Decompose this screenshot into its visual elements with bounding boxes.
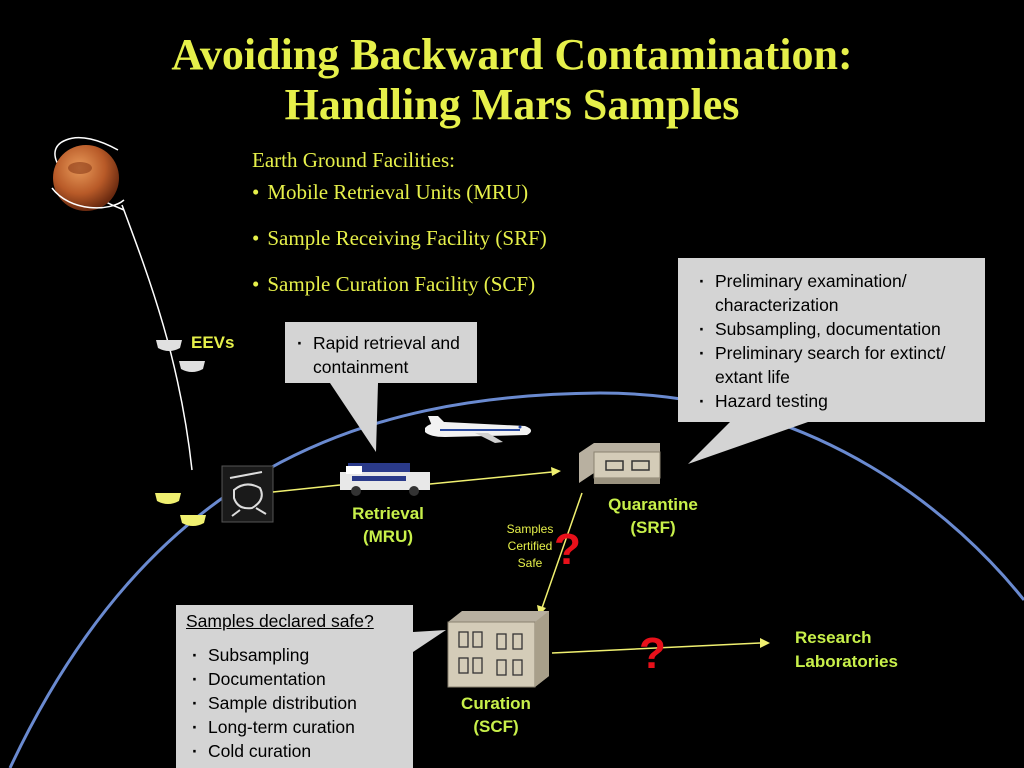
callout-item: Cold curation bbox=[186, 739, 411, 763]
research-laboratories-label: Research Laboratories bbox=[795, 626, 898, 674]
title-line-1: Avoiding Backward Contamination: bbox=[171, 30, 853, 79]
arrow-head bbox=[551, 467, 561, 476]
question-mark-srf: ? bbox=[554, 525, 581, 574]
callout-item: Subsampling, documentation bbox=[693, 317, 983, 341]
arrow-line bbox=[541, 492, 583, 609]
retrieval-label: Retrieval (MRU) bbox=[338, 502, 438, 548]
arrow-line bbox=[551, 642, 761, 654]
facilities-heading: Earth Ground Facilities: bbox=[252, 148, 455, 172]
callout-item: Rapid retrieval and containment bbox=[291, 331, 473, 379]
research-label-line: Laboratories bbox=[795, 652, 898, 671]
research-label-line: Research bbox=[795, 628, 872, 647]
facilities-list: Earth Ground Facilities: Mobile Retrieva… bbox=[252, 147, 547, 317]
facility-item: Sample Receiving Facility (SRF) bbox=[252, 225, 546, 251]
callout-item: Documentation bbox=[186, 667, 411, 691]
curation-label-line: (SCF) bbox=[473, 717, 519, 736]
helicopter-icon bbox=[221, 465, 274, 523]
callout-item: Preliminary examination/ characterizatio… bbox=[693, 269, 983, 317]
truck-icon bbox=[340, 463, 430, 496]
certified-safe-label: Samples Certified Safe bbox=[495, 521, 565, 572]
certified-label-line: Certified bbox=[507, 539, 553, 553]
airplane-icon bbox=[425, 416, 532, 443]
callout-item: Preliminary search for extinct/ extant l… bbox=[693, 341, 983, 389]
certified-label-line: Safe bbox=[517, 556, 543, 570]
connector-line bbox=[272, 484, 341, 493]
certified-label-line: Samples bbox=[506, 522, 554, 536]
retrieval-label-line: Retrieval bbox=[352, 504, 424, 523]
quarantine-label: Quarantine (SRF) bbox=[596, 493, 710, 539]
eev-capsule-icon bbox=[156, 340, 205, 372]
earth-horizon bbox=[8, 391, 1024, 768]
quarantine-label-line: (SRF) bbox=[630, 518, 676, 537]
curation-building-icon bbox=[447, 611, 549, 688]
facility-item: Mobile Retrieval Units (MRU) bbox=[252, 179, 547, 205]
curation-label: Curation (SCF) bbox=[446, 692, 546, 738]
retrieval-label-line: (MRU) bbox=[362, 527, 414, 546]
facility-item: Sample Curation Facility (SCF) bbox=[252, 271, 547, 297]
arrow-line bbox=[429, 471, 553, 485]
arrow-head bbox=[760, 638, 770, 648]
srf-callout: Preliminary examination/ characterizatio… bbox=[693, 269, 983, 413]
callout-item: Sample distribution bbox=[186, 691, 411, 715]
callout-item: Long-term curation bbox=[186, 715, 411, 739]
eevs-label: EEVs bbox=[191, 333, 235, 352]
callout-item: Hazard testing bbox=[693, 389, 983, 413]
scf-callout: Samples declared safe? Subsampling Docum… bbox=[186, 609, 411, 763]
trajectory-line bbox=[121, 204, 193, 471]
scf-callout-heading: Samples declared safe? bbox=[186, 611, 374, 631]
question-mark-scf: ? bbox=[639, 629, 666, 678]
quarantine-label-line: Quarantine bbox=[608, 495, 698, 514]
retrieval-callout: Rapid retrieval and containment bbox=[291, 331, 473, 379]
mars-icon bbox=[51, 136, 125, 211]
eev-landed-icon bbox=[155, 493, 206, 526]
curation-label-line: Curation bbox=[461, 694, 531, 713]
quarantine-building-icon bbox=[579, 443, 661, 484]
title-line-2: Handling Mars Samples bbox=[284, 80, 740, 129]
callout-item: Subsampling bbox=[186, 643, 411, 667]
